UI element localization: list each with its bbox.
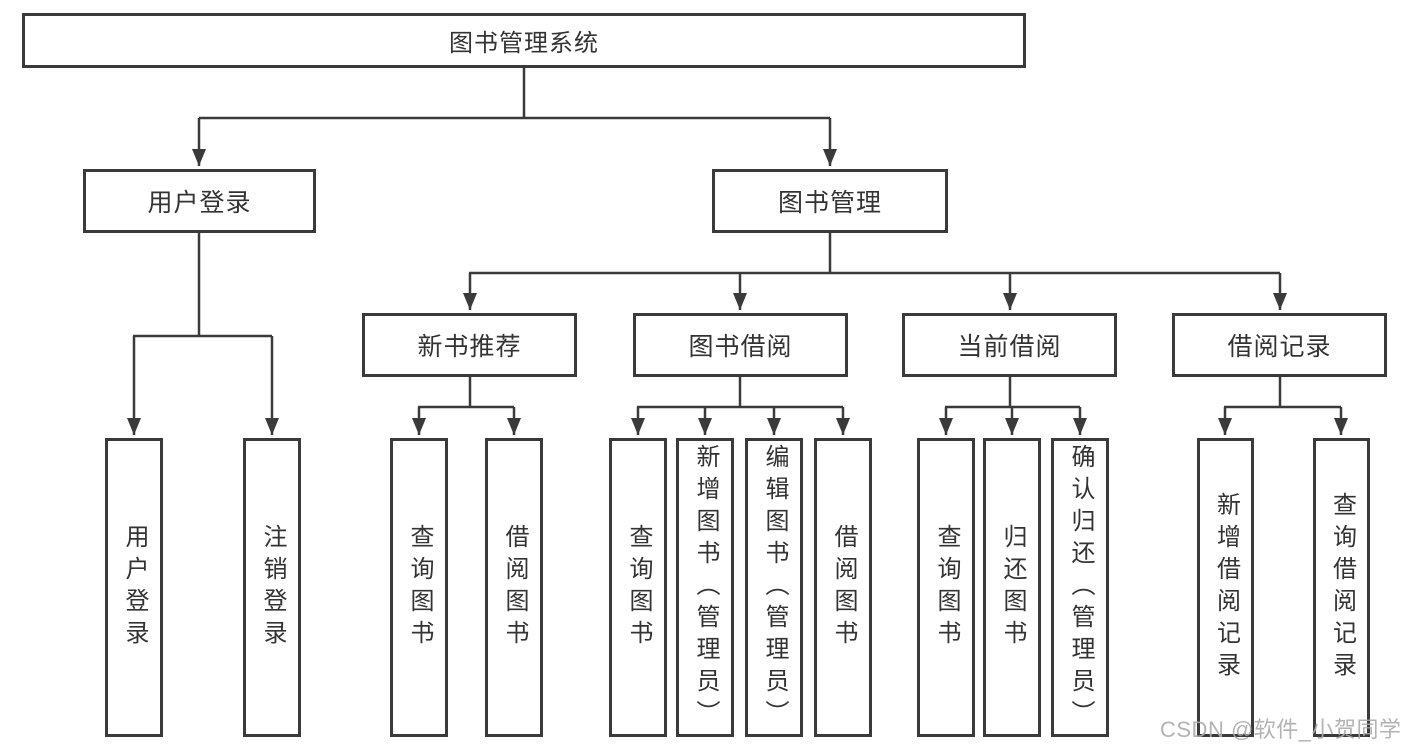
leaf-label: 查询图书	[406, 523, 433, 652]
leaf-query-borrow-record: 查询借阅记录	[1313, 438, 1370, 737]
leaf-user-login: 用户登录	[105, 438, 163, 737]
watermark: CSDN @软件_小贺同学	[1160, 717, 1402, 742]
leaf-label: 归还图书	[999, 523, 1026, 652]
leaf-label: 查询借阅记录	[1328, 491, 1356, 684]
rail-user-login	[133, 233, 272, 338]
leaf-query-book-2: 查询图书	[609, 438, 667, 737]
leaf-label: 编辑图书（管理员）	[761, 443, 788, 732]
rail-book-management	[469, 233, 1280, 275]
leaf-label: 用户登录	[121, 523, 148, 652]
node-library-system: 图书管理系统	[22, 13, 1026, 68]
leaf-label: 借阅图书	[501, 523, 528, 652]
leaf-borrow-book-1: 借阅图书	[485, 438, 543, 737]
node-book-management: 图书管理	[712, 169, 948, 233]
leaf-logout: 注销登录	[243, 438, 301, 737]
node-borrowing-records: 借阅记录	[1172, 313, 1387, 377]
node-new-book-recommend: 新书推荐	[362, 313, 577, 377]
leaf-return-book: 归还图书	[983, 438, 1041, 737]
rail-new-book	[418, 377, 514, 409]
node-book-borrowing: 图书借阅	[633, 313, 848, 377]
leaf-label: 查询图书	[933, 523, 960, 652]
leaf-label: 新增借阅记录	[1212, 491, 1240, 684]
leaf-query-book-3: 查询图书	[917, 438, 975, 737]
node-user-login: 用户登录	[83, 169, 316, 233]
leaf-label: 查询图书	[625, 523, 652, 652]
leaf-label: 借阅图书	[830, 523, 857, 652]
leaf-query-book-1: 查询图书	[390, 438, 448, 737]
leaf-confirm-return-admin: 确认归还（管理员）	[1051, 438, 1109, 737]
leaf-add-book-admin: 新增图书（管理员）	[676, 438, 734, 737]
rail-book-borrowing	[637, 377, 843, 409]
leaf-add-borrow-record: 新增借阅记录	[1197, 438, 1254, 737]
leaf-label: 新增图书（管理员）	[692, 443, 719, 732]
rail-borrowing-records	[1224, 377, 1341, 409]
arrow-drops	[127, 118, 1348, 435]
leaf-edit-book-admin: 编辑图书（管理员）	[745, 438, 803, 737]
leaf-label: 注销登录	[259, 523, 286, 652]
node-current-borrowing: 当前借阅	[902, 313, 1117, 377]
rail-current-borrowing	[945, 377, 1080, 409]
leaf-label: 确认归还（管理员）	[1067, 443, 1094, 732]
leaf-borrow-book-2: 借阅图书	[814, 438, 872, 737]
